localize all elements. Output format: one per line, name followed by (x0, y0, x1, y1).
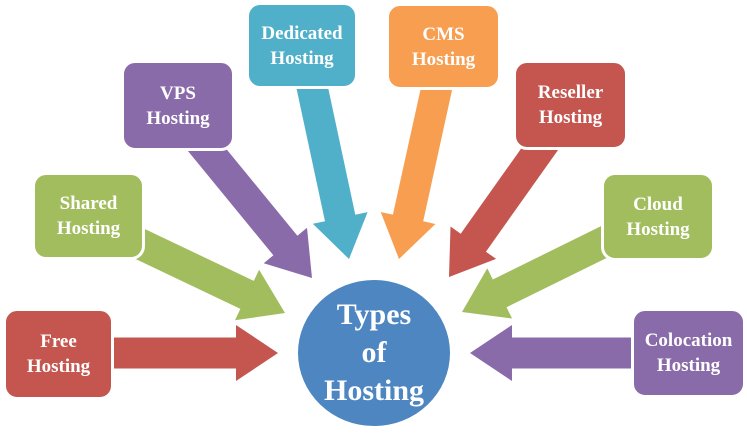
node-vps-hosting: VPS Hosting (121, 60, 235, 151)
center-label-line: Hosting (323, 374, 425, 407)
center-circle-types-of-hosting: Types of Hosting (295, 277, 453, 429)
node-label-line: Hosting (411, 48, 476, 70)
node-label-line: Colocation (644, 330, 733, 351)
node-shared-hosting: Shared Hosting (32, 172, 145, 260)
node-cms-hosting: CMS Hosting (386, 3, 501, 90)
center-label-line: of (361, 336, 387, 369)
node-label-line: Hosting (146, 107, 210, 129)
arrow-free-hosting (104, 325, 278, 381)
center-label-line: Types (336, 298, 412, 331)
arrow-reseller-hosting (449, 127, 562, 277)
arrow-shared-hosting (129, 228, 285, 321)
node-reseller-hosting: Reseller Hosting (513, 60, 628, 150)
arrow-colocation-hosting (470, 325, 640, 381)
node-label-line: VPS (160, 82, 196, 104)
node-label-line: Free (40, 331, 77, 352)
node-free-hosting: Free Hosting (3, 308, 114, 400)
node-cloud-hosting: Cloud Hosting (601, 172, 715, 261)
arrow-cms-hosting (380, 78, 454, 259)
arrow-cloud-hosting (462, 224, 619, 319)
node-dedicated-hosting: Dedicated Hosting (246, 2, 358, 89)
node-colocation-hosting: Colocation Hosting (631, 308, 746, 398)
node-label-line: Hosting (656, 355, 721, 376)
node-label-line: Reseller (537, 82, 604, 103)
node-label-line: Shared (59, 193, 118, 214)
node-label-line: Hosting (270, 47, 334, 69)
arrow-dedicated-hosting (295, 78, 368, 259)
node-label-line: Hosting (626, 218, 690, 240)
node-label-line: CMS (422, 23, 465, 45)
node-label-line: Hosting (56, 218, 121, 239)
node-label-line: Cloud (633, 193, 683, 215)
arrow-vps-hosting (182, 124, 312, 278)
node-label-line: Dedicated (261, 22, 343, 44)
node-label-line: Hosting (538, 107, 603, 128)
node-label-line: Hosting (26, 356, 91, 377)
